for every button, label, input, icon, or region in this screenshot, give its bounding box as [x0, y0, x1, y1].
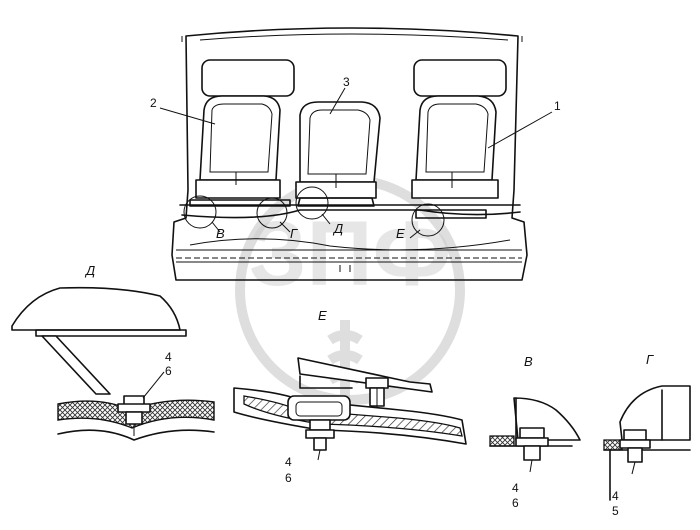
detail-title-v: В — [524, 354, 533, 369]
callout-e-6: 6 — [285, 471, 292, 485]
detail-title-g: Г — [646, 352, 654, 367]
detail-title-e: Е — [318, 308, 327, 323]
detail-markers: В Г Д Е — [183, 186, 445, 241]
callout-g-4: 4 — [612, 489, 619, 503]
callout-1: 1 — [554, 99, 561, 113]
marker-label-e: Е — [396, 226, 405, 241]
callout-g-5: 5 — [612, 504, 619, 518]
cab-rear-wall — [171, 27, 528, 281]
detail-v: В 4 6 — [489, 354, 581, 510]
callout-v-4: 4 — [512, 481, 519, 495]
detail-title-d: Д — [84, 263, 95, 278]
callout-d-4: 4 — [165, 350, 172, 364]
detail-g: Г 4 5 — [603, 352, 691, 518]
callout-2: 2 — [150, 96, 157, 110]
callout-3: 3 — [343, 75, 350, 89]
callout-d-6: 6 — [165, 364, 172, 378]
detail-e: Е 4 6 — [233, 308, 467, 485]
marker-label-d: Д — [332, 221, 343, 236]
rear-window-right — [413, 59, 507, 97]
callout-v-6: 6 — [512, 496, 519, 510]
callout-e-4: 4 — [285, 455, 292, 469]
seat-right — [411, 95, 499, 219]
marker-label-g: Г — [290, 226, 298, 241]
marker-label-v: В — [216, 226, 225, 241]
rear-window-left — [201, 59, 295, 97]
seat-callouts: 2 3 1 — [150, 75, 561, 149]
watermark-text: ЗПФ — [249, 203, 451, 305]
marker-circle-e — [411, 203, 445, 237]
marker-circle-g — [256, 197, 288, 229]
detail-d: Д 4 6 — [11, 263, 215, 441]
marker-circle-v — [183, 195, 217, 229]
marker-circle-d — [295, 186, 329, 220]
seat-left — [189, 95, 291, 207]
seat-middle — [295, 101, 381, 207]
